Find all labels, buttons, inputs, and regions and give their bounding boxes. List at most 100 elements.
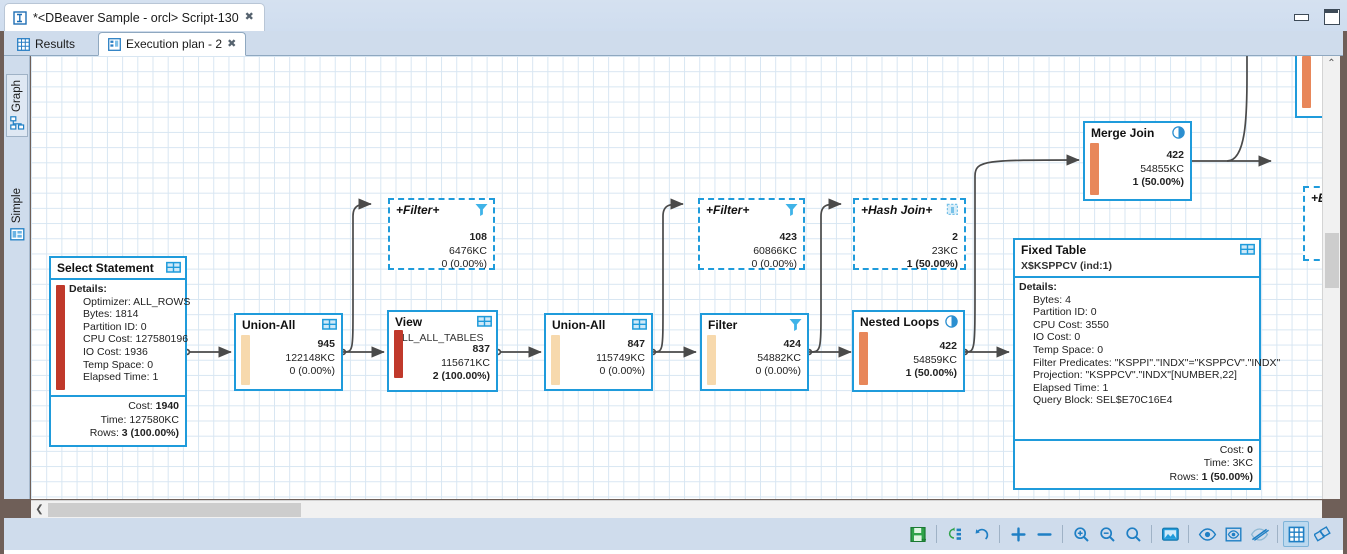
sidebar-item-graph[interactable]: Graph xyxy=(6,74,28,137)
execution-plan-canvas[interactable]: Select Statement Details: Optimizer: ALL… xyxy=(31,56,1322,499)
focus-button[interactable] xyxy=(1220,521,1246,547)
plan-node-nested-loops[interactable]: Nested Loops 422 54859KC 1 (50.00%) xyxy=(852,310,965,392)
footer-value: 1940 xyxy=(155,400,179,412)
node-details: Details: Bytes: 4 Partition ID: 0 CPU Co… xyxy=(1015,278,1284,439)
toggle-grid-button[interactable] xyxy=(1283,521,1309,547)
plan-icon xyxy=(108,37,121,51)
plan-node-filter[interactable]: Filter 424 54882KC 0 (0.00%) xyxy=(700,313,809,391)
sidebar-item-simple[interactable]: Simple xyxy=(6,183,28,247)
zoom-out-button[interactable] xyxy=(1094,521,1120,547)
show-all-button[interactable] xyxy=(1194,521,1220,547)
undo-button[interactable] xyxy=(968,521,994,547)
editor-tab[interactable]: *<DBeaver Sample - orcl> Script-130 ✖ xyxy=(4,3,265,31)
footer-row: Cost: 0 xyxy=(1015,444,1253,458)
detail-line: Filter Predicates: "KSPPI"."INDX"="KSPPC… xyxy=(1033,356,1281,369)
footer-value: 127580KC xyxy=(129,413,179,426)
stat-percent: 0 (0.00%) xyxy=(289,365,335,377)
cost-bar xyxy=(394,330,403,378)
loop-icon xyxy=(1171,125,1186,140)
hide-button[interactable] xyxy=(1246,521,1272,547)
horizontal-scrollbar[interactable]: ❮ xyxy=(31,500,1322,518)
footer-row: Rows: 3 (100.00%) xyxy=(51,427,179,441)
save-button[interactable] xyxy=(905,521,931,547)
detail-line: Partition ID: 0 xyxy=(83,320,147,333)
cost-bar xyxy=(1090,143,1099,195)
plan-node-filter-plus-1[interactable]: +Filter+ 108 6476KC 0 (0.00%) xyxy=(388,198,495,270)
funnel-icon xyxy=(474,202,489,217)
horizontal-scroll-thumb[interactable] xyxy=(48,503,301,517)
maximize-icon[interactable] xyxy=(1323,8,1340,25)
close-icon[interactable]: ✖ xyxy=(244,11,254,23)
detail-line: Temp Space: 0 xyxy=(83,358,154,371)
view-mode-tabs: Graph Simple xyxy=(4,56,30,499)
close-icon[interactable]: ✖ xyxy=(227,37,237,50)
node-body: 422 54855KC 1 (50.00%) xyxy=(1085,143,1190,200)
stat-cost: 122148KC xyxy=(285,351,335,364)
node-stats: 945 122148KC 0 (0.00%) xyxy=(254,335,341,390)
stat-percent: 1 (50.00%) xyxy=(1132,176,1184,188)
stat-rows: 847 xyxy=(627,338,645,350)
footer-row: Time: 127580KC xyxy=(51,414,179,428)
scroll-left-icon[interactable]: ❮ xyxy=(35,504,44,515)
vertical-scroll-thumb[interactable] xyxy=(1325,233,1339,288)
tab-results-label: Results xyxy=(35,37,76,51)
node-title: +Filter+ xyxy=(396,203,440,217)
stat-percent: 1 (50.00%) xyxy=(905,367,957,379)
node-title: Fixed Table xyxy=(1021,243,1087,257)
minimize-icon[interactable] xyxy=(1293,8,1309,24)
plan-node-fixed-table[interactable]: Fixed Table X$KSPPCV (ind:1) Details: By… xyxy=(1013,238,1280,491)
separator xyxy=(1277,525,1278,543)
sidebar-item-simple-label: Simple xyxy=(11,188,23,224)
node-body: 108 6476KC 0 (0.00%) xyxy=(390,220,493,276)
detail-line: Bytes: 4 xyxy=(1033,293,1071,306)
node-footer: Cost: 0 Time: 3KC Rows: 1 (50.00%) xyxy=(1015,438,1259,489)
scroll-up-icon[interactable]: ⌃ xyxy=(1327,58,1336,69)
plan-node-clipped-right[interactable]: +E xyxy=(1303,186,1322,261)
stat-rows: 837 xyxy=(472,343,490,355)
node-stats: 422 54855KC 1 (50.00%) xyxy=(1103,143,1190,200)
layout-button[interactable] xyxy=(1309,521,1335,547)
stat-rows: 422 xyxy=(939,340,957,352)
plan-node-clipped-top[interactable] xyxy=(1295,56,1322,118)
plan-node-union-all-2[interactable]: Union-All 847 115749KC 0 (0.00%) xyxy=(544,313,653,391)
vertical-scrollbar[interactable]: ⌃ xyxy=(1322,56,1340,499)
node-title: Merge Join xyxy=(1091,126,1155,140)
plan-node-filter-plus-2[interactable]: +Filter+ 423 60866KC 0 (0.00%) xyxy=(698,198,805,270)
script-icon xyxy=(13,10,27,25)
footer-label: Time: xyxy=(1203,457,1230,470)
cost-bar xyxy=(56,285,65,390)
node-body: Details: Optimizer: ALL_ROWS Bytes: 1814… xyxy=(51,278,190,395)
cost-bar xyxy=(1302,56,1311,108)
node-title: +Filter+ xyxy=(706,203,750,217)
plan-node-hash-join-plus[interactable]: +Hash Join+ 2 23KC 1 (50.00%) xyxy=(853,198,966,270)
node-title: +Hash Join+ xyxy=(861,203,933,217)
stat-cost: 115671KC xyxy=(441,356,490,369)
node-body xyxy=(1297,56,1322,113)
detail-line: Temp Space: 0 xyxy=(1033,343,1104,356)
plan-node-view[interactable]: View ALL_ALL_TABLES 837 115671KC 2 (100.… xyxy=(387,310,498,392)
refresh-button[interactable] xyxy=(942,521,968,547)
window-controls xyxy=(1293,0,1340,31)
stat-percent: 0 (0.00%) xyxy=(599,365,645,377)
tab-execution-plan[interactable]: Execution plan - 2 ✖ xyxy=(98,32,247,56)
footer-value: 1 (50.00%) xyxy=(1201,470,1253,483)
zoom-in-step-button[interactable] xyxy=(1005,521,1031,547)
plan-node-merge-join[interactable]: Merge Join 422 54855KC 1 (50.00%) xyxy=(1083,121,1192,201)
zoom-out-step-button[interactable] xyxy=(1031,521,1057,547)
plan-node-union-all-1[interactable]: Union-All 945 122148KC 0 (0.00%) xyxy=(234,313,343,391)
footer-label: Cost: xyxy=(1219,443,1245,456)
tab-results[interactable]: Results xyxy=(8,32,84,56)
detail-line: IO Cost: 0 xyxy=(1033,331,1081,344)
zoom-reset-button[interactable] xyxy=(1120,521,1146,547)
plan-node-select-statement[interactable]: Select Statement Details: Optimizer: ALL… xyxy=(49,256,190,447)
stat-cost: 23KC xyxy=(931,244,958,257)
zoom-in-button[interactable] xyxy=(1068,521,1094,547)
grid-icon xyxy=(17,37,30,51)
node-header: +E xyxy=(1305,188,1322,208)
node-stats: 422 54859KC 1 (50.00%) xyxy=(872,332,963,390)
separator xyxy=(1188,525,1189,543)
node-title: View xyxy=(395,315,423,329)
node-subtitle: ALL_ALL_TABLES xyxy=(395,332,484,344)
node-body: 424 54882KC 0 (0.00%) xyxy=(702,335,807,390)
fit-window-button[interactable] xyxy=(1157,521,1183,547)
